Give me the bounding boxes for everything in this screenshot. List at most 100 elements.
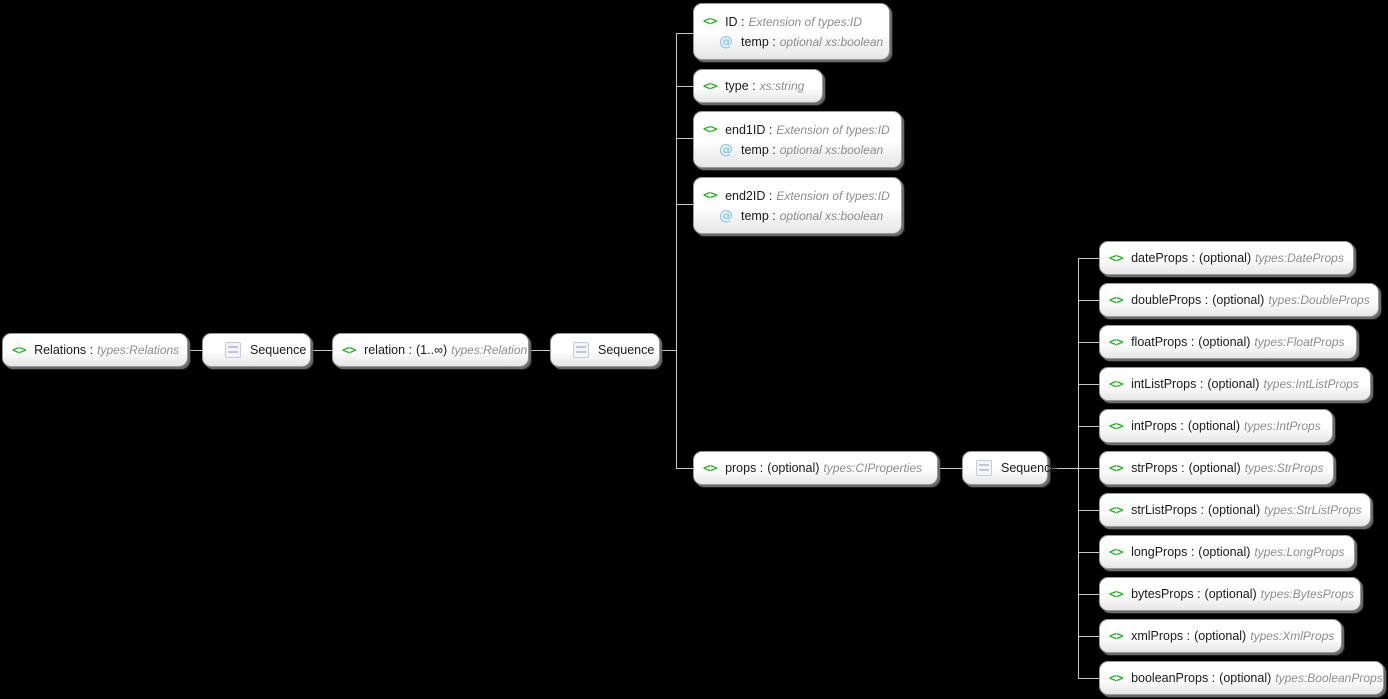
node-bytesprops-row: <> bytesProps : (optional) types:BytesPr… <box>1109 584 1354 604</box>
attribute-icon: @ <box>719 207 733 224</box>
node-dateprops[interactable]: <> dateProps : (optional) types:DateProp… <box>1099 241 1354 275</box>
node-sequence-props-label: Sequence <box>1001 461 1058 475</box>
node-props-label: props : <box>725 461 764 475</box>
node-relations-label: Relations : <box>34 343 94 357</box>
connector-branch-booleanprops <box>1078 678 1099 679</box>
node-strlistprops-occurs: (optional) <box>1208 503 1261 517</box>
node-type-type: xs:string <box>759 79 805 93</box>
node-floatprops-occurs: (optional) <box>1198 335 1251 349</box>
node-floatprops-label: floatProps : <box>1131 335 1195 349</box>
node-props[interactable]: <> props : (optional) types:CIProperties <box>693 451 938 485</box>
node-floatprops-row: <> floatProps : (optional) types:FloatPr… <box>1109 332 1346 352</box>
node-xmlprops-type: types:XmlProps <box>1250 629 1335 643</box>
node-end1id-attribute-label: temp : <box>741 142 776 157</box>
element-icon: <> <box>12 341 27 357</box>
node-intprops-label: intProps : <box>1131 419 1184 433</box>
element-icon: <> <box>1109 459 1124 475</box>
attribute-icon: @ <box>719 141 733 158</box>
node-end2id[interactable]: <> end2ID : Extension of types:ID @ temp… <box>693 177 902 234</box>
node-xmlprops[interactable]: <> xmlProps : (optional) types:XmlProps <box>1099 619 1342 653</box>
connector-relations-to-sequence1 <box>189 350 203 351</box>
node-intlistprops-label: intListProps : <box>1131 377 1204 391</box>
connector-sequence2-to-trunk <box>660 350 677 351</box>
node-strprops-occurs: (optional) <box>1188 461 1241 475</box>
node-strlistprops[interactable]: <> strListProps : (optional) types:StrLi… <box>1099 493 1371 527</box>
node-relations[interactable]: <> Relations : types:Relations <box>2 333 188 367</box>
node-type-row: <> type : xs:string <box>703 76 812 96</box>
node-sequence-relations[interactable]: Sequence <box>202 333 311 367</box>
node-relations-type: types:Relations <box>97 343 180 357</box>
node-end1id-label: end1ID : <box>725 122 773 137</box>
node-id[interactable]: <> ID : Extension of types:ID @ temp : o… <box>693 3 890 60</box>
node-id-attribute-label: temp : <box>741 34 776 49</box>
element-icon: <> <box>1109 627 1124 643</box>
node-booleanprops-label: booleanProps : <box>1131 671 1216 685</box>
node-xmlprops-occurs: (optional) <box>1194 629 1247 643</box>
node-dateprops-type: types:DateProps <box>1255 251 1344 265</box>
connector-branch-type <box>676 86 693 87</box>
element-icon: <> <box>1109 249 1124 265</box>
node-strlistprops-row: <> strListProps : (optional) types:StrLi… <box>1109 500 1362 520</box>
node-end1id-row: <> end1ID : Extension of types:ID <box>703 120 891 140</box>
node-sequence-props[interactable]: Sequence <box>962 451 1057 485</box>
node-intprops-type: types:IntProps <box>1244 419 1321 433</box>
node-end1id[interactable]: <> end1ID : Extension of types:ID @ temp… <box>693 111 902 168</box>
node-intlistprops-occurs: (optional) <box>1207 377 1260 391</box>
node-end1id-type: Extension of types:ID <box>776 122 890 137</box>
node-relation[interactable]: <> relation : (1..∞) types:Relation <box>332 333 529 367</box>
sequence-icon <box>225 342 241 358</box>
node-id-type: Extension of types:ID <box>748 14 862 29</box>
element-icon: <> <box>703 77 718 93</box>
node-booleanprops-type: types:BooleanProps <box>1275 671 1383 685</box>
node-sequence-relation[interactable]: Sequence <box>550 333 660 367</box>
connector-branch-props <box>676 468 693 469</box>
node-booleanprops-occurs: (optional) <box>1219 671 1272 685</box>
node-type-label: type : <box>725 79 756 93</box>
node-sequence-relation-label: Sequence <box>598 343 655 357</box>
node-floatprops[interactable]: <> floatProps : (optional) types:FloatPr… <box>1099 325 1357 359</box>
node-intprops[interactable]: <> intProps : (optional) types:IntProps <box>1099 409 1333 443</box>
node-id-attribute-type: optional xs:boolean <box>779 34 884 49</box>
node-longprops[interactable]: <> longProps : (optional) types:LongProp… <box>1099 535 1355 569</box>
connector-branch-strlistprops <box>1078 510 1099 511</box>
node-end1id-attribute-type: optional xs:boolean <box>779 142 884 157</box>
node-sequence-relations-label: Sequence <box>250 343 307 357</box>
connector-branch-xmlprops <box>1078 636 1099 637</box>
node-xmlprops-label: xmlProps : <box>1131 629 1191 643</box>
node-xmlprops-row: <> xmlProps : (optional) types:XmlProps <box>1109 626 1335 646</box>
connector-branch-strprops <box>1078 468 1099 469</box>
element-icon: <> <box>1109 291 1124 307</box>
connector-branch-id <box>676 33 693 34</box>
element-icon: <> <box>342 341 357 357</box>
node-id-row: <> ID : Extension of types:ID <box>703 12 879 32</box>
node-strprops[interactable]: <> strProps : (optional) types:StrProps <box>1099 451 1334 485</box>
connector-branch-longprops <box>1078 552 1099 553</box>
node-doubleprops[interactable]: <> doubleProps : (optional) types:Double… <box>1099 283 1379 317</box>
node-end2id-attribute-label: temp : <box>741 208 776 223</box>
node-booleanprops-row: <> booleanProps : (optional) types:Boole… <box>1109 668 1383 688</box>
node-id-attribute-row: @ temp : optional xs:boolean <box>703 32 883 52</box>
element-icon: <> <box>703 187 718 203</box>
node-dateprops-row: <> dateProps : (optional) types:DateProp… <box>1109 248 1344 268</box>
node-intlistprops[interactable]: <> intListProps : (optional) types:IntLi… <box>1099 367 1371 401</box>
element-icon: <> <box>703 13 718 29</box>
element-icon: <> <box>1109 333 1124 349</box>
node-sequence-relations-row: Sequence <box>225 340 306 360</box>
node-sequence-props-row: Sequence <box>976 458 1057 478</box>
node-bytesprops-type: types:BytesProps <box>1260 587 1355 601</box>
node-intprops-row: <> intProps : (optional) types:IntProps <box>1109 416 1322 436</box>
node-relation-type: types:Relation <box>451 343 528 357</box>
connector-branch-intlistprops <box>1078 384 1099 385</box>
node-bytesprops[interactable]: <> bytesProps : (optional) types:BytesPr… <box>1099 577 1361 611</box>
element-icon: <> <box>1109 585 1124 601</box>
node-strprops-label: strProps : <box>1131 461 1185 475</box>
node-relation-row: <> relation : (1..∞) types:Relation <box>342 340 527 360</box>
node-booleanprops[interactable]: <> booleanProps : (optional) types:Boole… <box>1099 661 1384 695</box>
node-id-label: ID : <box>725 14 745 29</box>
node-intprops-occurs: (optional) <box>1187 419 1240 433</box>
node-type[interactable]: <> type : xs:string <box>693 69 823 103</box>
element-icon: <> <box>703 459 718 475</box>
node-strprops-type: types:StrProps <box>1244 461 1324 475</box>
element-icon: <> <box>1109 501 1124 517</box>
connector-branch-end2id <box>676 204 693 205</box>
